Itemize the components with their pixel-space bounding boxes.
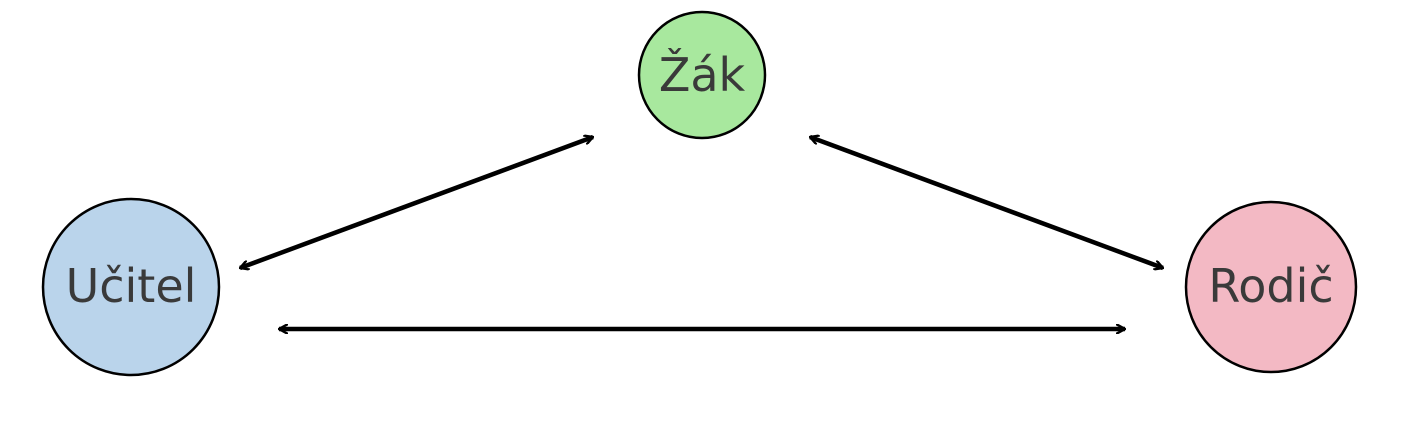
node-teacher-label: Učitel [66,259,197,313]
node-teacher: Učitel [41,197,221,377]
node-student-label: Žák [659,48,746,102]
edge-student-parent [810,137,1163,268]
node-parent-label: Rodič [1208,259,1333,313]
node-student-circle [637,10,767,140]
edge-teacher-student [240,137,593,268]
node-parent-circle [1184,200,1358,374]
node-teacher-circle [41,197,221,377]
node-parent: Rodič [1184,200,1358,374]
node-student: Žák [637,10,767,140]
